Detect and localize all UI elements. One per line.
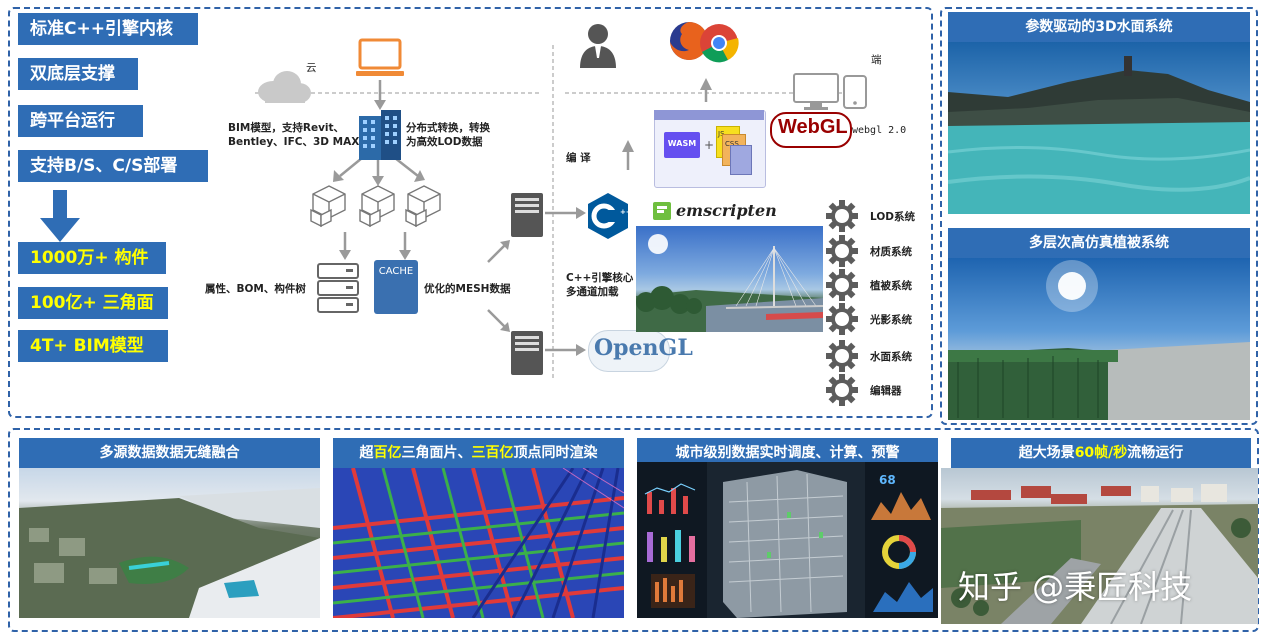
bridge-render-image [636,226,823,332]
server-icon [511,331,543,375]
phone-icon [843,75,867,109]
gear-icon [826,303,858,335]
emscripten-icon [653,202,671,220]
system-item-lod: LOD系统 [826,200,915,232]
cube-cluster-icon [359,185,395,228]
watermark: 知乎 @秉匠科技 [958,568,1193,606]
system-label: 植被系统 [870,279,912,292]
bottom-panels-frame [8,428,1259,632]
svg-text:++: ++ [620,208,630,216]
title-text: 超大场景 [1018,445,1075,461]
gear-icon [826,340,858,372]
title-highlight: 三百亿 [471,445,514,461]
attr-label: 属性、BOM、构件树 [205,283,306,295]
water-system-title: 参数驱动的3D水面系统 [948,12,1250,42]
js-label: JS [718,130,725,138]
emscripten-label: emscripten [676,201,777,220]
system-item-editor: 编辑器 [826,374,902,406]
bim-label-1: BIM模型，支持Revit、 [228,122,345,134]
firefox-icon [670,22,708,60]
building-icon [359,110,401,160]
gear-icon [826,269,858,301]
cache-box [374,260,418,314]
bottom-title-fps: 超大场景60帧/秒流畅运行 [951,438,1251,468]
chrome-icon [700,24,739,63]
right-panels-frame [940,7,1258,425]
webgl-version: webgl 2.0 [852,125,907,136]
bim-label-2: Bentley、IFC、3D MAX [228,136,360,148]
cache-label: CACHE [378,266,414,277]
vegetation-system-image [948,258,1250,420]
tag-cpp-core: 标准C++引擎内核 [18,13,198,45]
system-label: 光影系统 [870,313,912,326]
core-label-1: C++引擎核心 [566,272,634,284]
server-stack-icon [317,263,359,313]
html-doc [730,145,752,175]
web-build-titlebar [654,110,764,120]
cloud-label: 云 [306,62,317,74]
stat-triangles: 100亿+ 三角面 [18,287,168,319]
mesh-label: 优化的MESH数据 [424,283,511,295]
title-text: 多源数据数据无缝融合 [99,445,240,461]
system-item-material: 材质系统 [826,235,912,267]
stat-components: 1000万+ 构件 [18,242,166,274]
bottom-title-fusion: 多源数据数据无缝融合 [19,438,320,468]
css-label: CSS [725,140,739,148]
monitor-icon [793,73,839,110]
system-label: LOD系统 [870,210,915,223]
title-highlight: 百亿 [373,445,402,461]
webgl-label: WebGL [778,116,848,138]
webgl-logo [770,112,852,148]
title-text: 超 [359,445,374,461]
plus-sign: + [704,138,715,152]
title-text: 三角面片、 [401,445,472,461]
end-label: 端 [871,54,882,66]
down-arrow-icon [40,190,80,242]
system-label: 编辑器 [870,384,902,397]
gear-icon [826,374,858,406]
dist-label-1: 分布式转换，转换 [406,122,490,134]
compile-label: 编 译 [566,152,591,164]
bottom-title-triangles: 超百亿三角面片、三百亿顶点同时渲染 [333,438,624,468]
system-label: 材质系统 [870,245,912,258]
cloud-icon [258,71,311,103]
dist-label-2: 为高效LOD数据 [406,136,483,148]
triangle-render-image [333,468,624,618]
stat-bim-models: 4T+ BIM模型 [18,330,168,362]
laptop-icon [356,38,404,76]
system-item-water: 水面系统 [826,340,912,372]
gear-icon [826,200,858,232]
wasm-label: WASM [667,139,697,148]
city-fusion-image [19,468,320,618]
opengl-label: OpenGL [594,335,693,361]
dashboard-value: 68 [879,473,896,487]
system-item-vegetation: 植被系统 [826,269,912,301]
vegetation-system-title: 多层次高仿真植被系统 [948,228,1250,258]
title-text: 城市级别数据实时调度、计算、预警 [675,445,900,461]
opengl-logo [588,330,670,372]
cube-cluster-icon [405,185,441,228]
system-label: 水面系统 [870,350,912,363]
user-icon [580,24,616,68]
title-highlight: 60帧/秒 [1074,445,1128,461]
title-text: 顶点同时渲染 [513,445,598,461]
large-scene-image [941,468,1258,624]
tag-cross-platform: 跨平台运行 [18,105,143,137]
cpp-logo-icon: ++ [588,193,630,239]
wasm-badge [664,132,700,158]
server-icon [511,193,543,237]
tag-deployment: 支持B/S、C/S部署 [18,150,208,182]
tag-dual-backend: 双底层支撑 [18,58,138,90]
main-diagram-frame [8,7,933,418]
core-label-2: 多通道加载 [566,286,619,298]
cube-cluster-icon [310,185,346,228]
city-dashboard-image: 68 [637,462,938,618]
gear-icon [826,235,858,267]
system-item-lighting: 光影系统 [826,303,912,335]
title-text: 流畅运行 [1127,445,1184,461]
water-system-image [948,42,1250,214]
diagram-lines [255,45,860,380]
